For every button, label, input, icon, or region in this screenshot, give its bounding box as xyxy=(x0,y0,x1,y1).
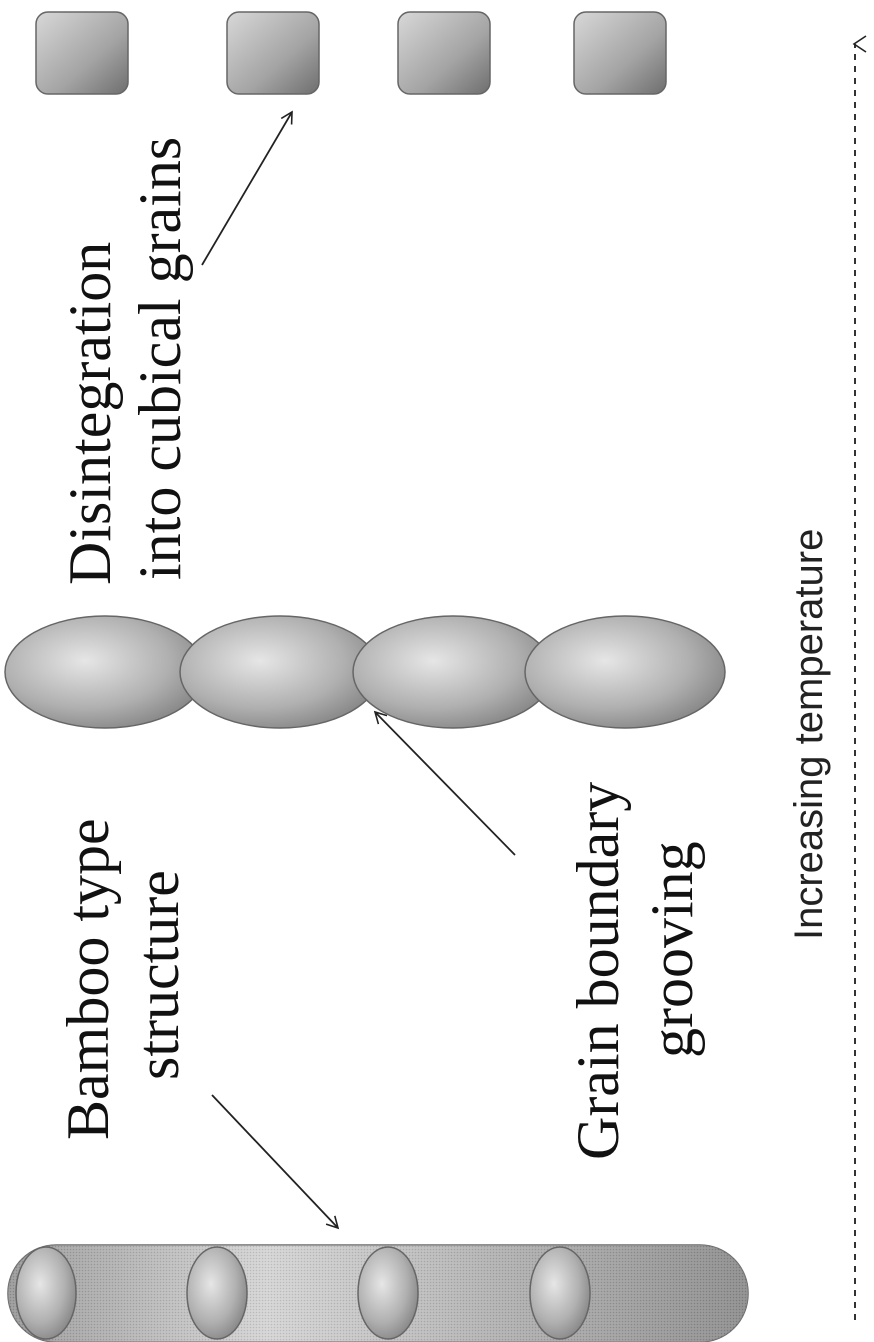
bamboo-pointer-arrow xyxy=(211,1094,340,1230)
grooved-grain xyxy=(524,615,726,729)
grooving-label-line2: grooving xyxy=(639,841,705,1058)
disintegration-label-line2: into cubical grains xyxy=(127,137,193,580)
grooved-grain-chain xyxy=(4,615,726,729)
grooved-grain xyxy=(352,615,554,729)
cubical-grain xyxy=(35,11,129,95)
temperature-axis-label: Increasing temperature xyxy=(787,529,831,940)
bamboo-grain-boundary xyxy=(357,1246,419,1340)
bamboo-label-line1: Bamboo type xyxy=(55,818,121,1140)
disintegration-label-line1: Disintegration xyxy=(57,242,123,585)
cubical-pointer-arrow xyxy=(201,110,293,266)
bamboo-grain-boundary xyxy=(186,1246,248,1340)
cubical-grains xyxy=(35,11,667,95)
bamboo-label-line2: structure xyxy=(125,870,191,1080)
bamboo-rod xyxy=(7,1244,749,1342)
grooving-label-line1: Grain boundary xyxy=(565,782,631,1160)
bamboo-grain-boundary xyxy=(529,1246,591,1340)
grooved-grain xyxy=(179,615,381,729)
grooved-grain xyxy=(4,615,206,729)
cubical-grain xyxy=(226,11,320,95)
cubical-grain xyxy=(397,11,491,95)
bamboo-grain-boundary xyxy=(15,1246,77,1340)
cubical-grain xyxy=(573,11,667,95)
groove-pointer-arrow xyxy=(373,710,516,856)
